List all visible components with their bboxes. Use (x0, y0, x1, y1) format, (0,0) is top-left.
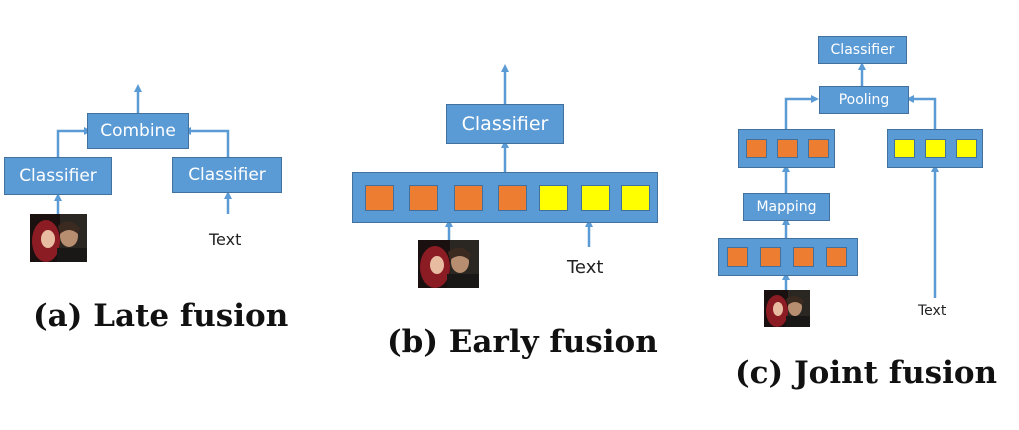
text-feature-cell (925, 139, 946, 158)
image-feature-cell (409, 185, 438, 211)
image-feature-vector (718, 238, 858, 276)
text-feature-vector (887, 129, 983, 168)
text-feature-cell (539, 185, 568, 211)
image-feature-cell (365, 185, 394, 211)
early-feature-vector (352, 172, 658, 223)
text-feature-cell (894, 139, 915, 158)
text-feature-cell (956, 139, 977, 158)
image-feature-cell (760, 247, 781, 267)
image-feature-cell (826, 247, 847, 267)
caption-early-fusion: (b) Early fusion (387, 324, 658, 360)
caption-joint-fusion: (c) Joint fusion (735, 355, 998, 391)
caption-late-fusion: (a) Late fusion (33, 298, 289, 334)
text-feature-cell (621, 185, 650, 211)
image-input-photo (418, 240, 479, 288)
text-feature-cell (581, 185, 610, 211)
early-classifier-box: Classifier (446, 104, 564, 144)
joint-classifier-box: Classifier (818, 36, 907, 64)
image-feature-cell (454, 185, 483, 211)
image-input-photo (764, 290, 810, 327)
image-feature-cell (808, 139, 829, 158)
image-feature-cell (793, 247, 814, 267)
text-classifier-box: Classifier (172, 157, 282, 193)
image-input-photo (30, 214, 87, 262)
image-feature-cell (777, 139, 798, 158)
image-classifier-box: Classifier (4, 157, 112, 195)
image-feature-cell (498, 185, 527, 211)
combine-box: Combine (87, 113, 189, 149)
image-feature-cell (746, 139, 767, 158)
text-input-label: Text (567, 257, 604, 278)
pooling-box: Pooling (819, 86, 909, 114)
image-feature-cell (727, 247, 748, 267)
mapped-image-feature-vector (738, 129, 835, 168)
text-input-label: Text (918, 303, 947, 319)
mapping-box: Mapping (743, 193, 830, 221)
text-input-label: Text (209, 230, 242, 249)
